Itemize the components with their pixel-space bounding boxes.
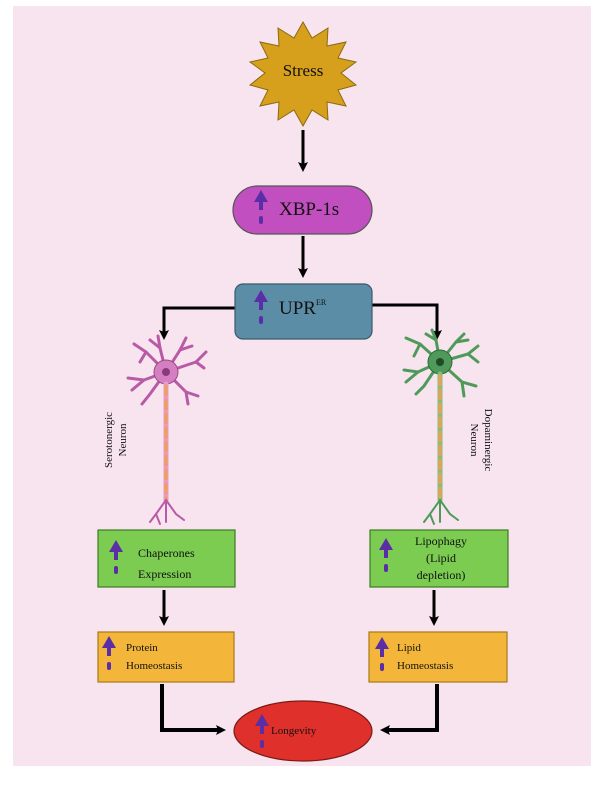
chaperones-line1: Chaperones xyxy=(138,546,195,560)
dopaminergic-label-line1: Dopaminergic xyxy=(482,409,494,472)
upr-box xyxy=(234,283,373,340)
dopaminergic-label-line2: Neuron xyxy=(468,424,480,457)
dopaminergic-neuron-icon xyxy=(402,328,480,525)
longevity-label: Longevity xyxy=(271,725,317,737)
arrow-upr-to-serotonergic xyxy=(159,306,235,340)
arrow-lipid-to-longevity xyxy=(380,684,439,735)
lipophagy-text: Lipophagy (Lipid depletion) xyxy=(411,533,471,584)
arrow-upr-to-dopaminergic xyxy=(372,303,442,340)
upr-superscript: ER xyxy=(315,298,327,307)
xbp1s-label: XBP-1s xyxy=(279,199,340,220)
chaperones-box xyxy=(97,529,236,588)
arrow-protein-to-longevity xyxy=(160,684,226,735)
protein-line1: Protein xyxy=(126,642,158,654)
chaperones-text: Chaperones Expression xyxy=(138,543,195,585)
upr-label: UPR xyxy=(279,298,316,319)
protein-text: Protein Homeostasis xyxy=(126,639,182,675)
serotonergic-neuron-icon xyxy=(126,334,208,525)
lipid-line2: Homeostasis xyxy=(397,660,454,672)
chaperones-line2: Expression xyxy=(138,567,192,581)
lipophagy-line2: (Lipid xyxy=(426,551,456,565)
upr-label-group: UPRER xyxy=(279,298,326,320)
xbp1s-pill xyxy=(232,185,373,235)
longevity-ellipse xyxy=(233,700,373,762)
lipophagy-line1: Lipophagy xyxy=(415,534,467,548)
serotonergic-label-line2: Neuron xyxy=(117,423,129,456)
protein-homeostasis-box xyxy=(97,631,235,683)
lipid-line1: Lipid xyxy=(397,642,421,654)
lipid-text: Lipid Homeostasis xyxy=(397,639,453,675)
stress-starburst xyxy=(248,20,358,128)
protein-line2: Homeostasis xyxy=(126,660,183,672)
lipophagy-box xyxy=(369,529,509,588)
stress-label: Stress xyxy=(282,61,324,80)
lipophagy-line3: depletion) xyxy=(416,568,466,582)
lipid-homeostasis-box xyxy=(368,631,508,683)
serotonergic-label-line1: Serotonergic xyxy=(103,412,115,468)
